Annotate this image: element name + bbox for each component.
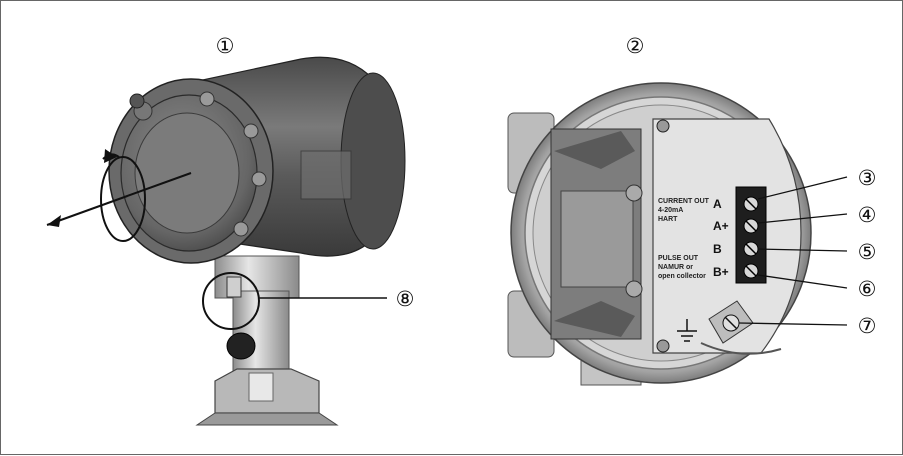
rotation-arrow-icon <box>46 149 192 242</box>
callout-4: ④ <box>858 203 877 227</box>
label-current-range: 4-20mA <box>658 207 683 214</box>
callout-7-leader <box>738 322 848 326</box>
right-view: ② CURRENT OUT 4-20mA HART PULSE OUT NAMU… <box>507 34 877 386</box>
detail-circle <box>202 272 260 330</box>
callout-3-leader <box>757 176 848 200</box>
label-pulse-type2: open collector <box>658 273 706 280</box>
cable-gland <box>226 332 256 360</box>
terminal-label-b: B <box>713 242 722 256</box>
callout-4-leader <box>757 213 848 224</box>
callout-5: ⑤ <box>858 240 877 264</box>
terminal-label-b-plus: B+ <box>713 265 729 279</box>
transmitter-housing <box>108 56 406 264</box>
label-pulse-out: PULSE OUT <box>658 255 699 262</box>
callout-6: ⑥ <box>858 277 877 301</box>
terminal-screw-b-plus <box>743 263 759 279</box>
callout-8: ⑧ <box>396 287 415 311</box>
label-current-out: CURRENT OUT <box>658 198 710 205</box>
callout-5-leader <box>757 248 848 252</box>
terminal-screw-a-plus <box>743 218 759 234</box>
label-pulse-type1: NAMUR or <box>658 264 693 271</box>
terminal-screw-b <box>743 241 759 257</box>
terminal-screw-a <box>743 196 759 212</box>
terminal-board <box>652 118 802 354</box>
left-view: ① <box>46 34 415 426</box>
callout-7: ⑦ <box>858 314 877 338</box>
callout-3: ③ <box>858 166 877 190</box>
view-number-left: ① <box>216 34 235 58</box>
terminal-label-a-plus: A+ <box>713 219 729 233</box>
label-current-protocol: HART <box>658 216 678 223</box>
terminal-label-a: A <box>713 197 722 211</box>
ground-symbol-icon <box>677 319 697 342</box>
view-number-right: ② <box>626 34 645 58</box>
callout-6-leader <box>757 274 848 289</box>
stand <box>195 255 339 426</box>
grounding-screw <box>226 276 242 298</box>
